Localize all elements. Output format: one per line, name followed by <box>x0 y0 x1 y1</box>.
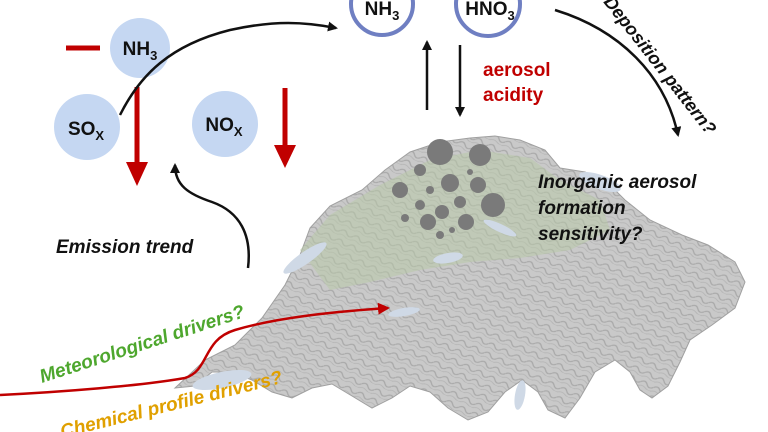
emission-trend-arrow <box>170 163 250 269</box>
svg-text:NOX: NOX <box>205 115 243 139</box>
svg-text:NH3: NH3 <box>365 0 400 23</box>
particle <box>435 205 449 219</box>
sox-subscript: X <box>95 128 104 143</box>
map-silhouette <box>173 135 746 421</box>
particle <box>469 144 491 166</box>
deposition-pattern-label: Deposition pattern? <box>600 0 720 138</box>
hno3-gas-bubble: HNO3 <box>454 0 522 38</box>
particle <box>454 196 466 208</box>
nox-decrease-arrow <box>274 88 296 168</box>
particle <box>458 214 474 230</box>
hno3-gas-label: HNO <box>465 0 507 20</box>
inorganic-sensitivity-label: Inorganic aerosol formation sensitivity? <box>538 172 702 245</box>
particle <box>467 169 473 175</box>
aerosol-acidity-label: aerosol acidity <box>483 60 556 106</box>
nh3-gas-bubble: NH3 <box>349 0 415 37</box>
nh3-gas-label: NH <box>365 0 392 20</box>
particle <box>415 200 425 210</box>
switzerland-map <box>173 135 746 421</box>
aerosol-line1: aerosol <box>483 60 551 81</box>
aerosol-line2: acidity <box>483 85 544 106</box>
hno3-gas-subscript: 3 <box>508 8 515 23</box>
particle <box>414 164 426 176</box>
particle <box>481 193 505 217</box>
nh3-label: NH <box>123 39 150 60</box>
svg-text:NH3: NH3 <box>123 39 158 63</box>
inorganic-line2: formation <box>538 198 626 219</box>
lake-maggiore <box>514 380 526 410</box>
lake-geneva <box>192 369 252 391</box>
inorganic-line1: Inorganic aerosol <box>538 172 697 193</box>
svg-text:SOX: SOX <box>68 119 104 143</box>
chemical-profile-drivers-label: Chemical profile drivers? <box>58 367 285 432</box>
particle <box>427 139 453 165</box>
emission-trend-label: Emission trend <box>56 237 194 258</box>
particle <box>470 177 486 193</box>
lake-lucerne <box>433 252 463 264</box>
map-lowland <box>300 150 610 290</box>
lake-thun <box>388 307 420 317</box>
emission-to-gas-arrow <box>118 21 338 116</box>
particle <box>401 214 409 222</box>
particle <box>392 182 408 198</box>
nox-subscript: X <box>234 124 243 139</box>
sox-decrease-arrow <box>126 87 148 186</box>
particle <box>420 214 436 230</box>
deposition-arrow <box>554 8 682 137</box>
particle <box>426 186 434 194</box>
sox-label: SO <box>68 119 95 140</box>
nh3-gas-subscript: 3 <box>392 8 399 23</box>
sox-emission-bubble: SOX <box>54 94 120 160</box>
drivers-arrow <box>0 302 390 397</box>
lake-constance <box>579 172 621 192</box>
svg-text:HNO3: HNO3 <box>465 0 514 23</box>
particle <box>441 174 459 192</box>
nh3-emission-bubble: NH3 <box>110 18 170 78</box>
particle <box>436 231 444 239</box>
lake-zurich <box>483 219 517 237</box>
inorganic-line3: sensitivity? <box>538 224 643 245</box>
nox-label: NO <box>205 115 234 136</box>
particle <box>449 227 455 233</box>
aerosol-particles <box>392 139 505 239</box>
nox-emission-bubble: NOX <box>192 91 258 157</box>
nh3-subscript: 3 <box>150 48 157 63</box>
lake-neuchatel <box>283 242 327 274</box>
